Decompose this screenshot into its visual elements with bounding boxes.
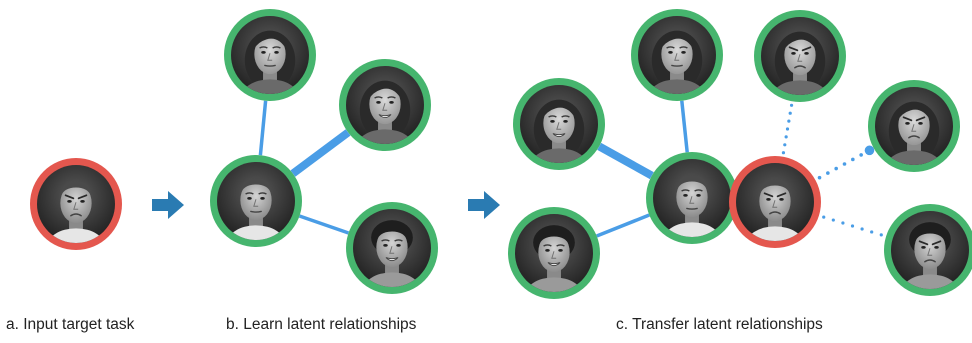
edge-c-man-neutral-woman-smile [597, 142, 654, 180]
edges-layer [258, 100, 883, 238]
node-b-man2-smile [346, 202, 438, 294]
edge-b-man-neutral-woman-neutral [258, 100, 268, 156]
face-portrait [37, 165, 115, 243]
node-c-man2-smile [508, 207, 600, 299]
node-c-target [729, 156, 821, 248]
face-portrait [231, 16, 309, 94]
node-c-man-neutral [646, 152, 738, 244]
edge-c-man-neutral-man2-smile [596, 213, 650, 238]
flow-arrow-icon [152, 191, 184, 219]
caption-learn-latent-relationships: b. Learn latent relationships [226, 316, 417, 333]
arrows-layer [152, 191, 500, 219]
nodes-layer [30, 9, 972, 299]
edge-b-man-neutral-man2-smile [298, 214, 350, 235]
face-portrait [520, 85, 598, 163]
face-portrait [875, 87, 953, 165]
edge-c-target-man2-frown [822, 215, 883, 237]
node-c-woman-frown [754, 10, 846, 102]
edge-b-man-neutral-woman-smile [290, 129, 351, 177]
face-portrait [638, 16, 716, 94]
flow-arrow-icon [468, 191, 500, 219]
face-portrait [653, 159, 731, 237]
edge-c-target-woman2-frown [817, 145, 875, 180]
node-c-woman2-frown [868, 80, 960, 172]
node-c-man2-frown [884, 204, 972, 296]
caption-input-target-task: a. Input target task [6, 316, 135, 333]
node-c-woman-neutral [631, 9, 723, 101]
face-portrait [515, 214, 593, 292]
face-portrait [891, 211, 969, 289]
face-portrait [353, 209, 431, 287]
node-b-woman-neutral [224, 9, 316, 101]
face-portrait [217, 162, 295, 240]
node-b-man-neutral [210, 155, 302, 247]
node-a-target [30, 158, 122, 250]
face-portrait [761, 17, 839, 95]
caption-transfer-latent-relationships: c. Transfer latent relationships [616, 316, 823, 333]
face-portrait [346, 66, 424, 144]
node-b-woman-smile [339, 59, 431, 151]
edge-c-man-neutral-woman-neutral [680, 100, 689, 153]
node-c-woman-smile [513, 78, 605, 170]
face-portrait [736, 163, 814, 241]
edge-c-target-woman-frown [781, 103, 794, 155]
